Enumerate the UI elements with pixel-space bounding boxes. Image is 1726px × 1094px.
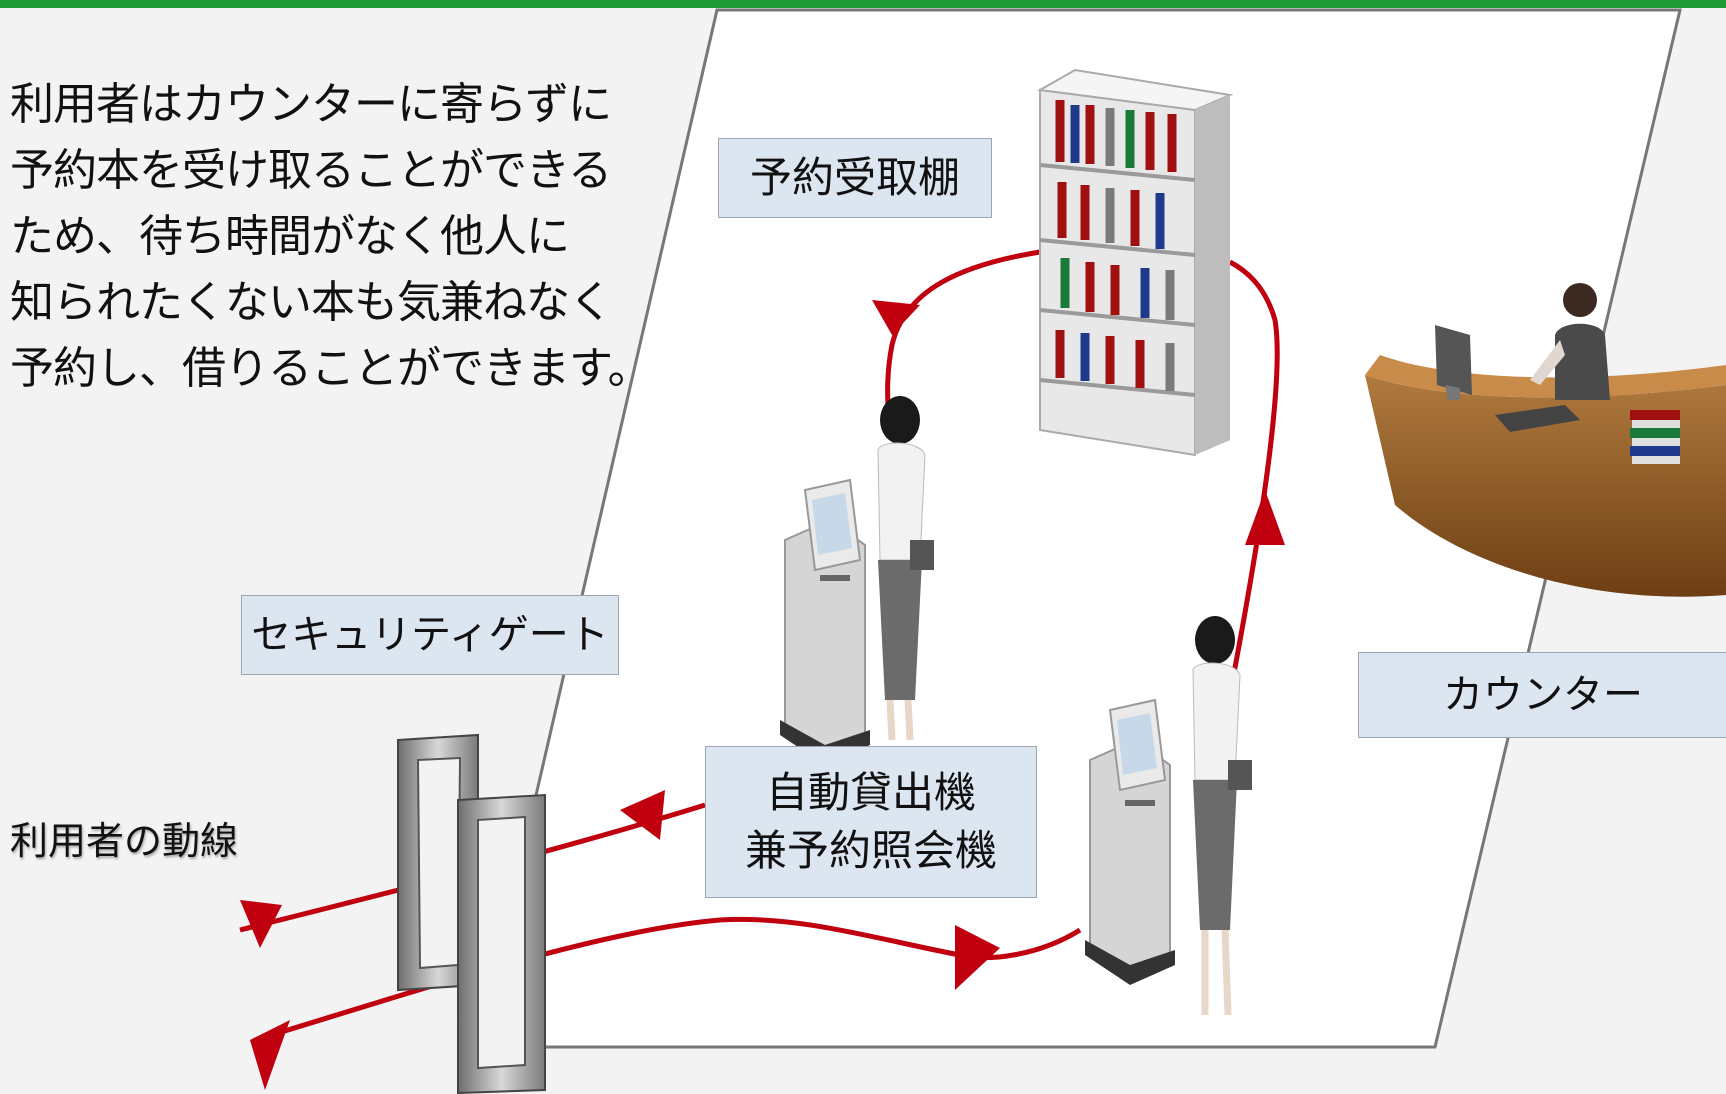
label-counter: カウンター <box>1358 652 1726 738</box>
bookshelf-icon <box>1036 68 1234 457</box>
arrowhead-left-upper <box>620 790 665 840</box>
top-accent-bar <box>0 0 1726 8</box>
arrowhead-up <box>1245 490 1285 545</box>
flow-arrowheads <box>240 300 1285 1090</box>
book-stack-icon <box>1630 410 1680 464</box>
security-gate-icon <box>397 733 546 1094</box>
description-line: 知られたくない本も気兼ねなく <box>10 277 613 328</box>
user-woman-icon <box>877 396 934 741</box>
description-line: 予約本を受け取ることができる <box>10 145 612 196</box>
legend-user-flow: 利用者の動線 <box>10 819 239 863</box>
description-line: ため、待ち時間がなく他人に <box>10 211 570 262</box>
label-reservation-shelf: 予約受取棚 <box>718 138 992 218</box>
label-kiosk: 自動貸出機 兼予約照会機 <box>705 746 1037 898</box>
kiosk-icon <box>780 478 870 765</box>
computer-monitor-icon <box>1435 325 1580 432</box>
user-woman-icon <box>1192 616 1252 1016</box>
arrowhead-exit-upper <box>240 900 282 948</box>
description-line: 利用者はカウンターに寄らずに <box>10 79 612 130</box>
kiosk-icon <box>1085 698 1175 985</box>
flow-kiosk-to-shelf <box>1222 259 1280 721</box>
librarian-icon <box>1530 283 1610 400</box>
arrowhead-exit-lower <box>250 1020 290 1090</box>
label-security-gate: セキュリティゲート <box>241 595 619 675</box>
description-line: 予約し、借りることができます。 <box>10 343 652 394</box>
arrowhead-down-left <box>872 300 920 335</box>
arrowhead-right <box>955 925 1000 990</box>
description-text: 利用者はカウンターに寄らずに 予約本を受け取ることができる ため、待ち時間がなく… <box>10 72 652 402</box>
